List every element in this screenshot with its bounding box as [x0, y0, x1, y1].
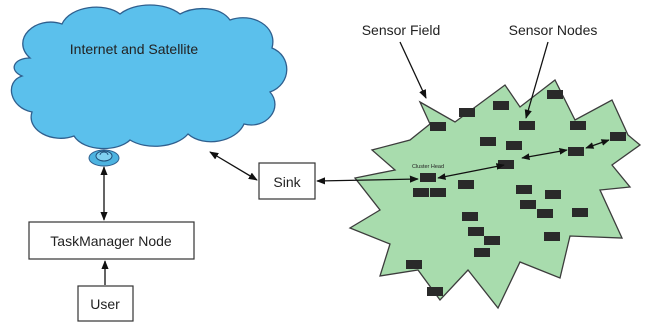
sensor-node [468, 227, 484, 236]
sensor-node [506, 141, 522, 150]
sensor-node [480, 137, 496, 146]
sensor-nodes-label: Sensor Nodes [509, 22, 598, 38]
link-node-to-node [521, 148, 568, 160]
sensor-node [430, 188, 446, 197]
link-clusterhead-to-node [437, 163, 505, 180]
pointer-sensor-nodes [524, 41, 549, 119]
sensor-node [572, 208, 588, 217]
sensor-node [520, 200, 536, 209]
sensor-node [459, 108, 475, 117]
sensor-node [547, 90, 563, 99]
user-box: User [77, 285, 134, 322]
arrow-cloud-sink [209, 151, 258, 181]
user-label: User [90, 296, 120, 312]
sensor-node [430, 122, 446, 131]
internet-cloud [10, 4, 288, 150]
link-node-to-node [585, 139, 610, 149]
sensor-node [427, 287, 443, 296]
sensor-node [458, 180, 474, 189]
cloud-label: Internet and Satellite [70, 41, 199, 57]
sensor-node [413, 188, 429, 197]
sensor-nodes-group [406, 90, 626, 296]
sensor-node cluster-head-node [420, 173, 436, 182]
main-links [100, 151, 419, 285]
cluster-head-label: Cluster Head [412, 164, 444, 170]
sensor-node [498, 160, 514, 169]
sensor-node [474, 248, 490, 257]
sensor-node [570, 121, 586, 130]
sensor-field-area [348, 79, 642, 310]
sink-label: Sink [273, 174, 301, 190]
arrow-sink-clusterhead [316, 175, 419, 185]
field-links [437, 139, 610, 180]
sensor-node [516, 185, 532, 194]
pointer-sensor-field [399, 41, 427, 99]
sensor-node [519, 121, 535, 130]
sensor-node [493, 101, 509, 110]
sensor-node [484, 236, 500, 245]
sensor-node [545, 190, 561, 199]
satellite-dish-icon [88, 149, 120, 167]
sensor-node [544, 232, 560, 241]
sensor-field-label: Sensor Field [362, 22, 441, 38]
task-manager-box: TaskManager Node [28, 221, 195, 260]
sensor-node [462, 212, 478, 221]
sensor-node [568, 147, 584, 156]
task-manager-label: TaskManager Node [50, 233, 172, 249]
sink-box: Sink [258, 162, 316, 200]
sensor-node [406, 260, 422, 269]
sensor-node [537, 209, 553, 218]
sensor-node [610, 132, 626, 141]
